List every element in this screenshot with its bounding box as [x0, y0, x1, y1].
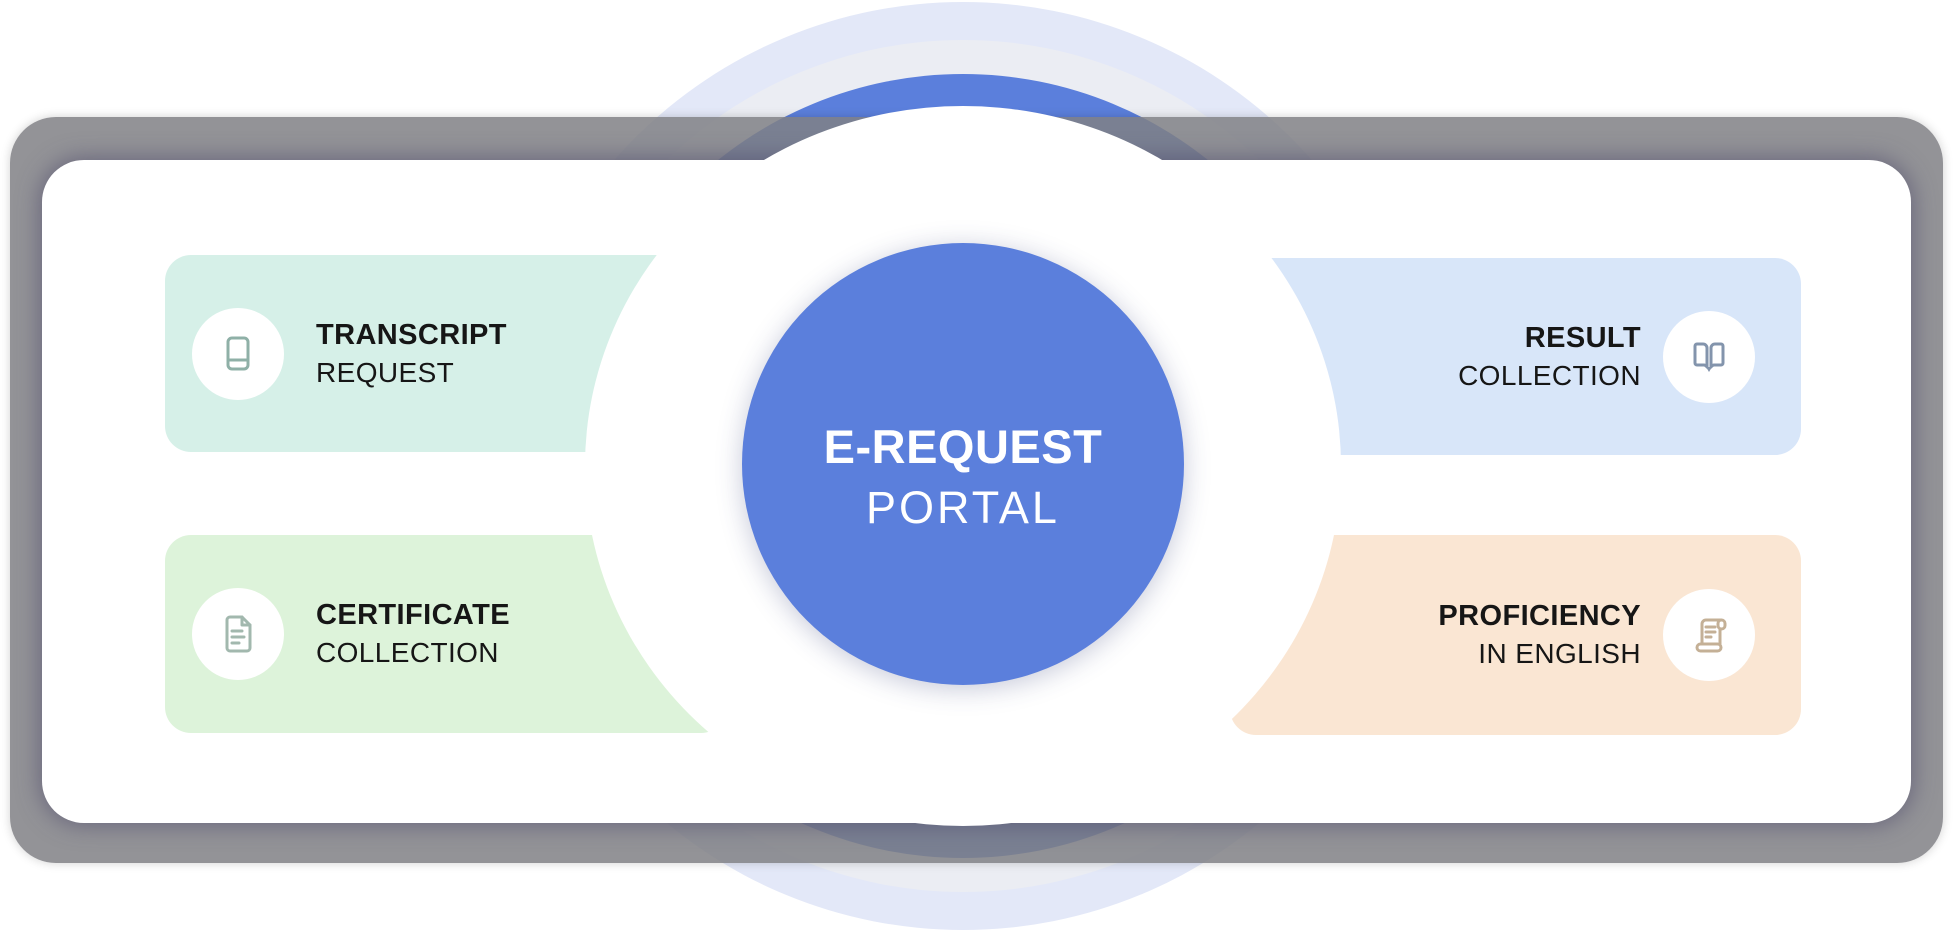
- proficiency-icon-circle: [1663, 589, 1755, 681]
- open-book-icon: [1693, 342, 1725, 372]
- tile-title: CERTIFICATE: [316, 599, 510, 631]
- scroll-icon: [1695, 618, 1727, 653]
- tile-subtitle: COLLECTION: [1458, 359, 1641, 391]
- certificate-icon-circle: [192, 588, 284, 680]
- portal-subtitle: PORTAL: [866, 481, 1060, 533]
- portal-title-block: E-REQUEST PORTAL: [823, 419, 1103, 534]
- transcript-icon-circle: [192, 307, 284, 400]
- tile-title: PROFICIENCY: [1438, 600, 1641, 632]
- tile-subtitle: IN ENGLISH: [1478, 638, 1641, 669]
- tile-subtitle: COLLECTION: [316, 637, 499, 668]
- result-icon-circle: [1663, 310, 1755, 403]
- portal-center-circle: E-REQUEST PORTAL: [742, 243, 1184, 685]
- document-icon: [225, 615, 252, 653]
- tile-title: TRANSCRIPT: [316, 318, 507, 351]
- tile-title: RESULT: [1524, 321, 1641, 354]
- book-icon: [226, 336, 250, 370]
- portal-title: E-REQUEST: [823, 419, 1103, 473]
- tile-subtitle: REQUEST: [316, 356, 455, 388]
